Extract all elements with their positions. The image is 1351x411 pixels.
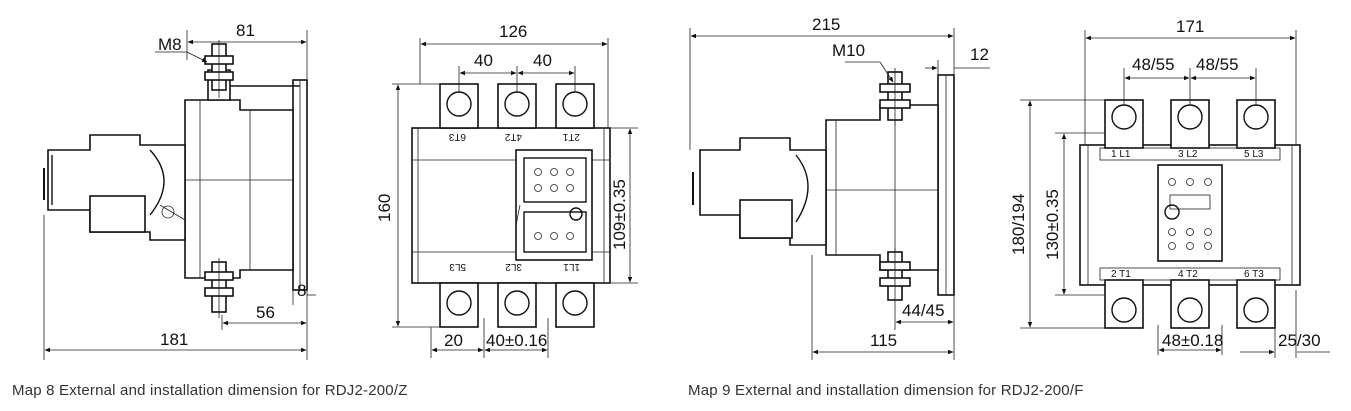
map8-top-width-label: 81 bbox=[236, 21, 255, 40]
map8-terminal-top-3: 2T1 bbox=[562, 131, 580, 142]
map9-pitch-a-label: 48/55 bbox=[1132, 55, 1175, 74]
map8-pitch-b-label: 40 bbox=[533, 51, 552, 70]
map9-base-offset-label: 44/45 bbox=[902, 301, 945, 320]
map8-front-view bbox=[392, 38, 638, 358]
map8-edge-label: 20 bbox=[444, 331, 463, 350]
map9-terminal-bottom-2: 4 T2 bbox=[1178, 269, 1198, 280]
map8-height-label: 160 bbox=[375, 194, 394, 222]
map9-terminal-bottom-1: 2 T1 bbox=[1111, 269, 1131, 280]
map9-front-view bbox=[1020, 30, 1330, 358]
map9-edge-label: 25/30 bbox=[1278, 331, 1321, 350]
map8-terminal-bottom-2: 3L2 bbox=[505, 261, 522, 272]
map9-caption: Map 9 External and installation dimensio… bbox=[688, 382, 1084, 399]
map8-pitch-a-label: 40 bbox=[474, 51, 493, 70]
map8-overall-label: 181 bbox=[160, 330, 188, 349]
map9-terminal-top-2: 3 L2 bbox=[1178, 149, 1198, 160]
map8-terminal-bottom-1: 5L3 bbox=[449, 261, 466, 272]
map9-mount-width-label: 48±0.18 bbox=[1162, 331, 1223, 350]
map9-plate-label: 12 bbox=[970, 45, 989, 64]
map9-base-label: 115 bbox=[870, 331, 897, 350]
map9-side-view bbox=[689, 28, 990, 360]
map9-overall-label: 215 bbox=[812, 15, 840, 34]
dimension-drawings: M8 81 181 56 8 bbox=[43, 15, 1330, 360]
map8-side-view bbox=[43, 30, 316, 360]
map8-terminal-top-2: 4T2 bbox=[504, 131, 522, 142]
map8-caption: Map 8 External and installation dimensio… bbox=[12, 382, 408, 399]
map8-mount-label: 109±0.35 bbox=[610, 179, 629, 250]
map9-mount-label: 130±0.35 bbox=[1043, 189, 1062, 260]
map9-terminal-top-1: 1 L1 bbox=[1111, 149, 1131, 160]
map8-terminal-top-1: 6T3 bbox=[448, 131, 466, 142]
map9-terminal-top-3: 5 L3 bbox=[1244, 149, 1264, 160]
map9-pitch-b-label: 48/55 bbox=[1196, 55, 1239, 74]
map8-width-label: 126 bbox=[499, 22, 527, 41]
map9-width-label: 171 bbox=[1176, 17, 1204, 36]
map9-thread-label: M10 bbox=[832, 41, 865, 60]
map8-terminal-bottom-3: 1L1 bbox=[563, 261, 580, 272]
map8-plate-label: 8 bbox=[297, 281, 306, 300]
map9-terminal-bottom-3: 6 T3 bbox=[1244, 269, 1264, 280]
map8-thread-label: M8 bbox=[158, 35, 182, 54]
map8-mount-width-label: 40±0.16 bbox=[486, 331, 547, 350]
map9-height-label: 180/194 bbox=[1009, 194, 1028, 255]
map8-base-label: 56 bbox=[256, 303, 275, 322]
